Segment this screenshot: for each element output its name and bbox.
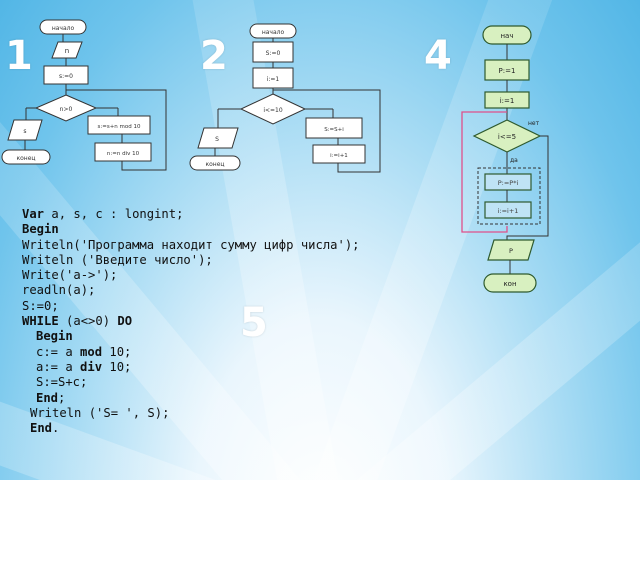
code-text: ; [58,390,66,405]
flow2-init1-text: S:=0 [266,50,281,57]
code-text: 10; [102,359,132,374]
code-line: Begin [22,329,360,344]
flow4-no-label: нет [528,120,540,127]
flow2-step1 [305,117,363,139]
code-text: (a<>0) [58,314,118,329]
flow4-step1 [484,173,532,191]
label-number-4: 4 [424,33,452,79]
code-text: S:=0; [22,298,59,313]
code-keyword: End [30,421,53,436]
code-text: 10; [102,344,132,359]
flow2-end [189,155,241,171]
pascal-code: Var a, s, c : longint; Begin Writeln('Пр… [22,207,360,436]
flow1-input-text: n [65,47,69,55]
code-text: Writeln('Программа находит сумму цифр чи… [22,237,360,252]
code-keyword: Begin [36,329,73,344]
code-line: WHILE (a<>0) DO [22,314,360,329]
flow1-end-text: конец [17,155,36,162]
code-line: S:=S+c; [22,375,360,390]
flowcharts: начало n s:=0 n>0 s конец s:=s+n mod 10 … [1,19,549,293]
flow4-step2 [484,201,532,219]
flow2-init2-text: i:=1 [267,76,280,83]
flow1-end [1,149,51,165]
flow4-end-text: кон [503,280,516,288]
code-text: a:= a [36,359,81,374]
flow4-loop-line [461,111,508,233]
flow4-output [487,239,535,261]
code-line: c:= a mod 10; [22,345,360,360]
label-number-1: 1 [5,33,33,79]
flow4-yes-label: да [510,157,518,164]
code-keyword: Var [22,207,45,221]
flow2-output [197,127,239,149]
code-text: Writeln ('Введите число'); [22,252,213,267]
flow2-start-text: начало [262,29,285,36]
flow2-output-text: S [215,136,219,143]
code-line: Begin [22,222,360,237]
flow1-output-text: s [23,128,26,135]
code-text: . [52,421,60,436]
flow1-step1 [87,115,151,135]
flow1-start-text: начало [52,25,75,32]
code-keyword: mod [80,344,103,359]
code-line: a:= a div 10; [22,360,360,375]
flow4-step1-text: P:=P*i [498,179,519,187]
flow2-step1-text: S:=S+i [324,127,344,133]
flow4-output-text: P [509,247,513,255]
flow2-cond-text: i<=10 [263,107,283,114]
flowchart-4 [461,25,549,293]
flow1-cond-text: n>0 [60,106,73,113]
code-line: readln(a); [22,283,360,298]
flow4-body-frame [477,167,541,225]
flowchart-1 [1,19,167,171]
flow4-step2-text: i:=i+1 [498,207,519,215]
code-keyword: WHILE [22,314,59,329]
code-line: End; [22,391,360,406]
flow4-end [483,273,537,293]
label-number-5: 5 [240,300,268,346]
flow1-cond [34,94,98,122]
flow1-output [7,119,43,141]
code-keyword: End [36,390,59,405]
flow1-input [51,41,83,59]
flow1-step2-text: n:=n div 10 [107,151,140,157]
code-text: Write('a->'); [22,268,118,283]
code-text: readln(a); [22,283,96,298]
flow4-init2-text: i:=1 [500,97,515,105]
code-line: Var a, s, c : longint; [22,207,360,222]
flow4-start-text: нач [500,32,513,40]
code-text: c:= a [36,344,81,359]
code-keyword: DO [117,314,133,329]
code-line: End. [22,421,360,436]
code-text: S:=S+c; [36,375,88,390]
code-line: Writeln ('Введите число'); [22,253,360,268]
code-line: Write('a->'); [22,268,360,283]
code-line: Writeln('Программа находит сумму цифр чи… [22,238,360,253]
code-text: Writeln ('S= ', S); [30,405,170,420]
code-line: Writeln ('S= ', S); [22,406,360,421]
flow2-end-text: конец [206,161,225,168]
flow4-init1-text: P:=1 [499,67,516,75]
code-keyword: div [80,359,103,374]
code-text: a, s, c : longint; [44,207,184,221]
flow1-step1-text: s:=s+n mod 10 [98,124,141,130]
flow2-step2 [312,144,366,164]
flow2-cond [239,93,307,125]
flow4-cond-text: i<=5 [498,133,516,141]
flow2-step2-text: i:=i+1 [330,153,348,159]
flow1-init-text: s:=0 [59,73,73,80]
label-number-2: 2 [200,33,228,79]
code-line: S:=0; [22,299,360,314]
flow1-step2 [94,142,152,162]
flowchart-2 [189,23,381,173]
code-keyword: Begin [22,222,59,237]
